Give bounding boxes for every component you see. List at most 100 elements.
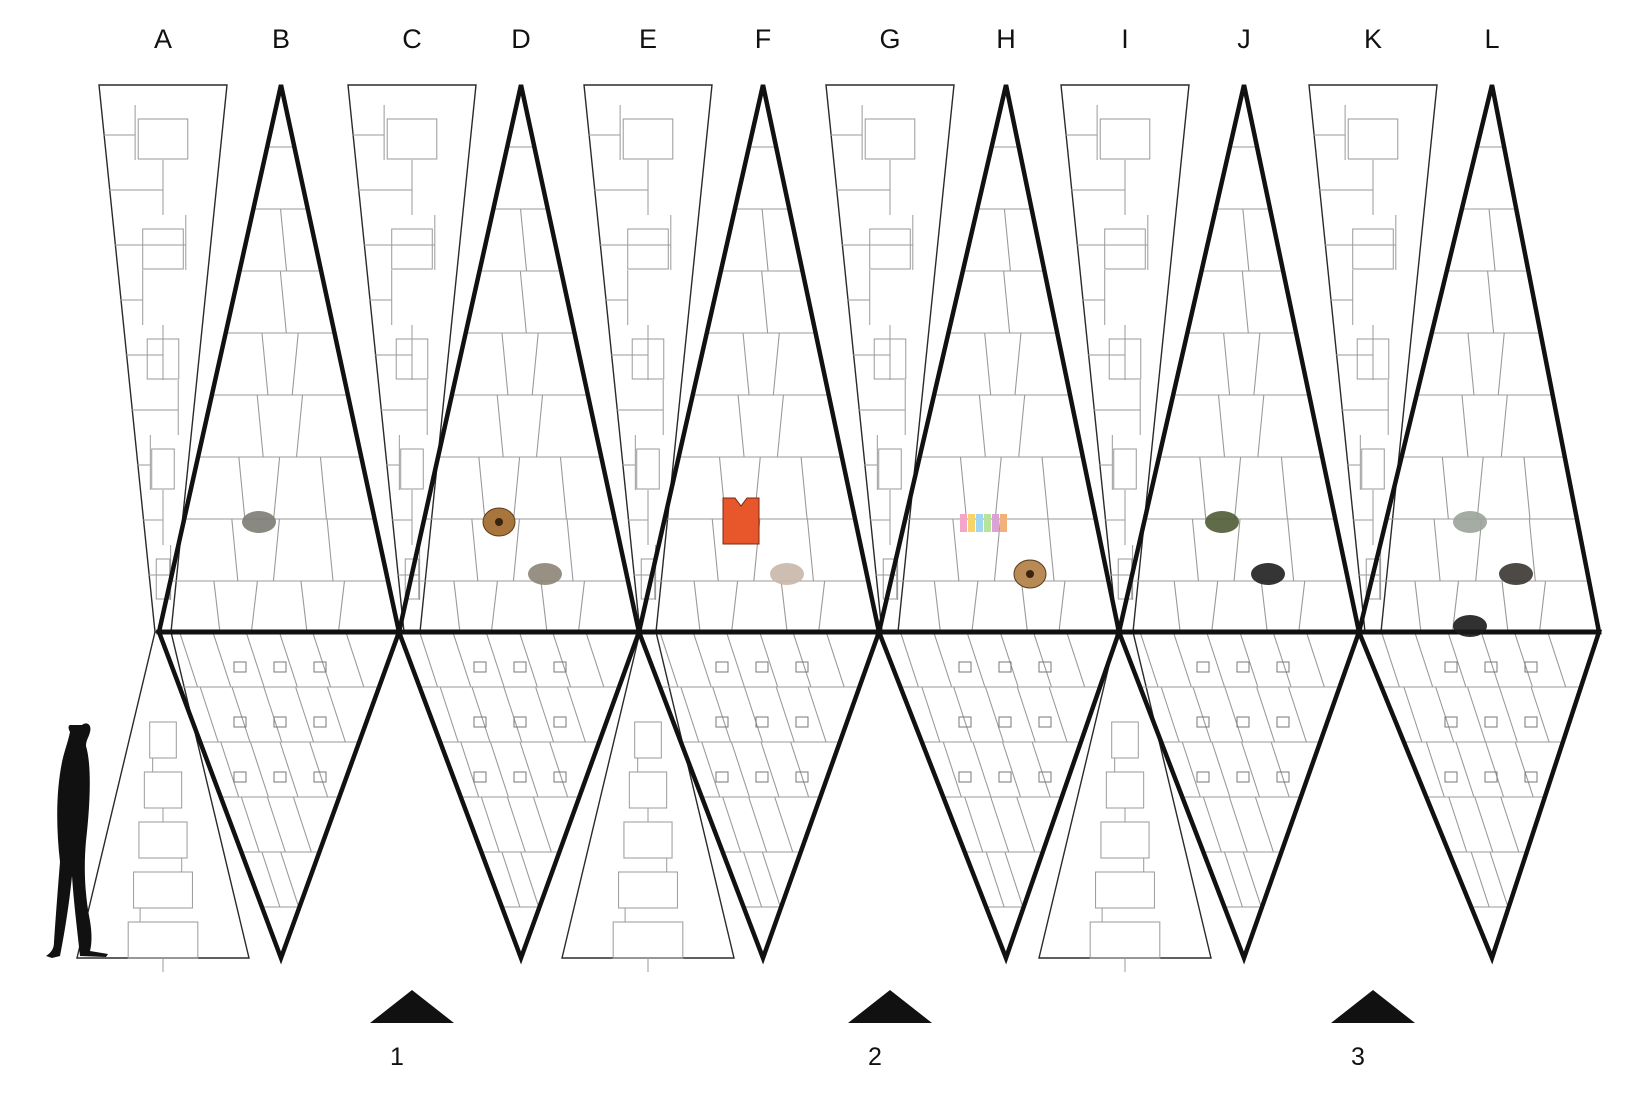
panel-layer [76,84,1603,972]
diamond-panel [155,84,403,965]
upper-triangle-outline [636,84,882,635]
marker-label-2: 2 [868,1043,882,1071]
object-card-icon [553,661,567,673]
object-card-icon [1236,771,1250,783]
object-card-icon [958,661,972,673]
object-card-icon [1444,716,1458,728]
marker-label-1: 1 [390,1043,404,1071]
diamond-cells [650,146,869,908]
object-chalk-stick [1000,514,1007,532]
object-card-icon [1484,771,1498,783]
lower-triangle-outline [155,629,403,965]
object-card-icon [1196,771,1210,783]
object-card-icon [1484,716,1498,728]
upper-trapezoid-panel [347,84,477,633]
object-chalk-stick [968,514,975,532]
lower-triangle-outline [635,629,883,965]
marker-triangle-1 [370,990,454,1023]
object-card-icon [1524,661,1538,673]
object-helmet [1453,615,1487,637]
upper-trapezoid-panel [1308,84,1438,633]
column-label-a: A [154,24,172,54]
trapezoid-cells [1313,105,1399,600]
object-card-icon [795,661,809,673]
trapezoid-outline [561,631,735,959]
diamond-cells [1371,146,1590,908]
object-card-icon [233,661,247,673]
diamond-cells [890,146,1109,908]
object-life-vest [722,497,760,545]
object-card-icon [998,771,1012,783]
object-card-icon [795,771,809,783]
upper-trapezoid-panel [583,84,713,633]
figure-body [46,723,108,958]
object-card-icon [755,661,769,673]
object-card-icon [513,771,527,783]
column-label-l: L [1484,24,1499,54]
object-card-icon [273,771,287,783]
column-label-f: F [755,24,772,54]
object-coral-piece [770,563,804,585]
object-card-icon [998,716,1012,728]
object-card-icon [1524,771,1538,783]
object-card-icon [1236,661,1250,673]
object-disc-hole [495,518,503,526]
object-card-icon [313,771,327,783]
object-card-icon [1196,661,1210,673]
object-card-icon [1038,771,1052,783]
object-card-icon [1484,661,1498,673]
object-shell [1453,511,1487,533]
object-card-icon [1524,716,1538,728]
object-card-icon [553,771,567,783]
object-card-icon [473,771,487,783]
object-card-icon [313,716,327,728]
column-label-e: E [639,24,657,54]
object-layer [233,497,1538,783]
object-card-icon [998,661,1012,673]
column-label-g: G [879,24,900,54]
object-card-icon [473,716,487,728]
column-label-k: K [1364,24,1382,54]
object-card-icon [513,661,527,673]
marker-layer: 1 2 3 [370,990,1415,1071]
object-card-icon [273,716,287,728]
column-label-j: J [1237,24,1251,54]
marker-label-3: 3 [1351,1043,1365,1071]
object-chalk-stick [984,514,991,532]
column-label-i: I [1121,24,1129,54]
object-card-icon [1276,771,1290,783]
trapezoid-cells [1089,721,1161,972]
object-card-icon [958,771,972,783]
object-card-icon [1276,661,1290,673]
upper-trapezoid-panel [1060,84,1190,633]
column-label-b: B [272,24,290,54]
object-card-icon [1196,716,1210,728]
object-chalk-stick [976,514,983,532]
trapezoid-cells [588,105,674,600]
object-card-icon [473,661,487,673]
trapezoid-outline [76,631,250,959]
lower-triangle-outline [395,629,643,965]
object-chalk-stick [960,514,967,532]
object-driftwood [528,563,562,585]
object-card-icon [1038,716,1052,728]
walking-figure-silhouette [46,723,108,958]
object-card-icon [958,716,972,728]
upper-triangle-outline [396,84,642,635]
object-card-icon [1038,661,1052,673]
object-card-icon [1444,771,1458,783]
upper-triangle-outline [156,84,402,635]
column-label-h: H [996,24,1016,54]
trapezoid-cells [1065,105,1151,600]
trapezoid-cells [830,105,916,600]
lower-triangle-outline [1115,629,1363,965]
object-card-icon [233,771,247,783]
object-card-icon [1236,716,1250,728]
object-card-icon [233,716,247,728]
upper-triangle-outline [1116,84,1362,635]
figure-layer [46,723,108,958]
object-moss-clump [1205,511,1239,533]
object-card-icon [1444,661,1458,673]
object-card-icon [755,716,769,728]
object-card-icon [715,771,729,783]
